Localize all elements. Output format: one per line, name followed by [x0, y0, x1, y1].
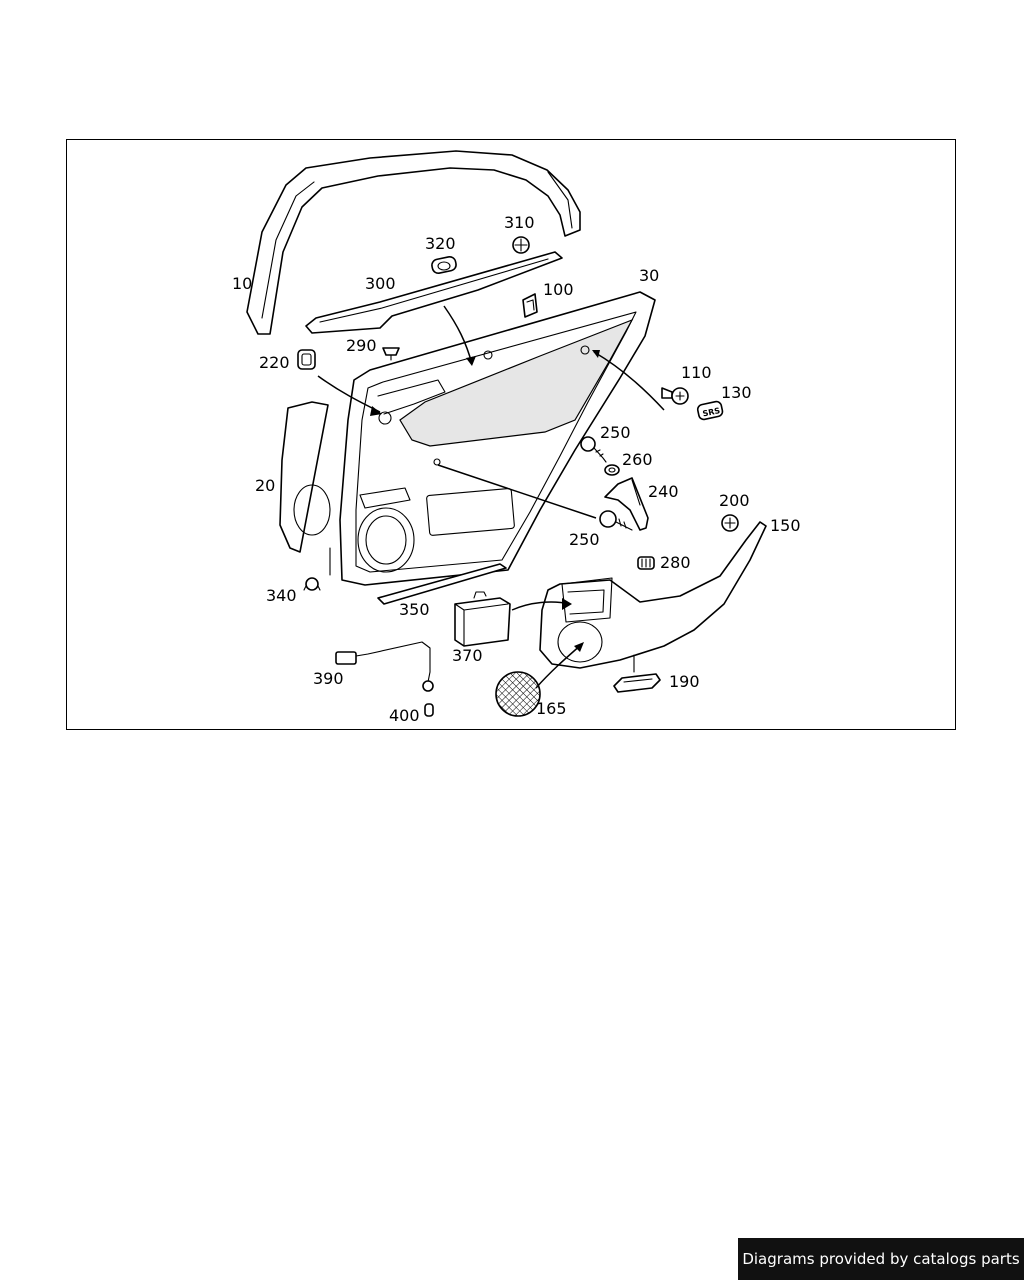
leader-arrows [317, 305, 665, 689]
footer-credit: Diagrams provided by catalogs parts [738, 1238, 1024, 1280]
label-30: 30 [639, 266, 659, 285]
part-290-clip [382, 347, 400, 361]
part-20-insulation-sheet [279, 401, 331, 576]
label-165: 165 [536, 699, 567, 718]
part-280-clip [637, 556, 655, 570]
srs-badge-text: SRS [702, 406, 721, 419]
label-240: 240 [648, 482, 679, 501]
part-340-plug [303, 577, 321, 591]
part-300-upper-trim-strip [305, 251, 563, 334]
label-390: 390 [313, 669, 344, 688]
label-320: 320 [425, 234, 456, 253]
part-310-clip [512, 236, 530, 254]
label-190: 190 [669, 672, 700, 691]
label-220: 220 [259, 353, 290, 372]
part-350-lower-strip [377, 563, 507, 605]
label-250-upper: 250 [600, 423, 631, 442]
part-30-door-panel [339, 291, 656, 586]
part-240-bracket [604, 477, 649, 531]
part-400-bulb [424, 703, 434, 717]
label-150: 150 [770, 516, 801, 535]
label-340: 340 [266, 586, 297, 605]
label-290: 290 [346, 336, 377, 355]
footer-credit-text: Diagrams provided by catalogs parts [742, 1250, 1020, 1268]
part-130-srs-badge: SRS [696, 400, 724, 421]
label-350: 350 [399, 600, 430, 619]
part-200-clip [721, 514, 739, 532]
label-300: 300 [365, 274, 396, 293]
label-20: 20 [255, 476, 275, 495]
part-320-switch [431, 255, 457, 275]
part-165-speaker-grille [495, 671, 541, 717]
label-400: 400 [389, 706, 420, 725]
part-220-switch-cap [297, 349, 316, 370]
label-280: 280 [660, 553, 691, 572]
label-10: 10 [232, 274, 252, 293]
part-250-screw-upper [580, 436, 607, 463]
label-100: 100 [543, 280, 574, 299]
label-310: 310 [504, 213, 535, 232]
label-260: 260 [622, 450, 653, 469]
label-200: 200 [719, 491, 750, 510]
part-110-screw [661, 387, 689, 405]
part-370-module [454, 591, 511, 647]
part-250-screw-lower [599, 510, 633, 531]
part-390-wiring-harness [335, 641, 434, 692]
label-110: 110 [681, 363, 712, 382]
part-150-lower-trim [539, 521, 767, 673]
part-100-bracket [522, 293, 538, 318]
label-130: 130 [721, 383, 752, 402]
part-190-handle-cover [613, 673, 661, 693]
label-370: 370 [452, 646, 483, 665]
part-10-window-frame-trim [246, 150, 581, 335]
part-number-labels: 10 20 30 100 110 130 150 165 190 200 220… [232, 213, 801, 725]
part-260-washer [604, 464, 620, 476]
label-250-lower: 250 [569, 530, 600, 549]
